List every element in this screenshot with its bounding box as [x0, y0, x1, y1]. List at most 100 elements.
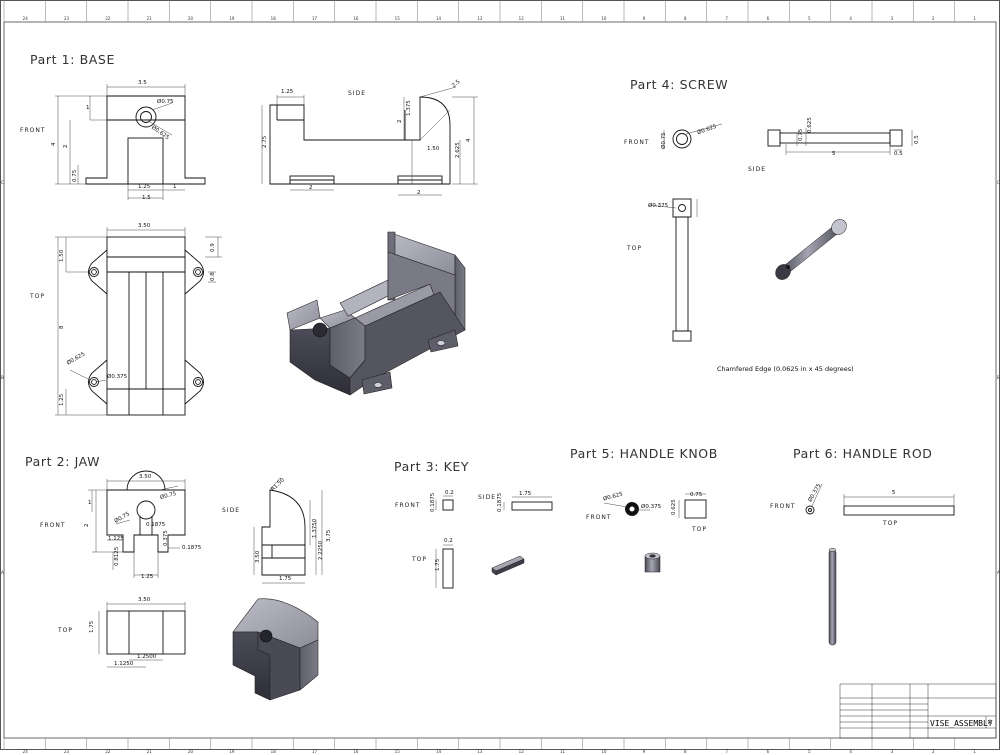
zone-letter: A — [997, 570, 1000, 575]
zone-number: 18 — [270, 16, 276, 21]
part1-side-dims — [261, 86, 478, 196]
dim: 0.5 — [914, 135, 920, 144]
dim: 2.2250 — [318, 540, 324, 560]
dim: 3.75 — [326, 529, 332, 542]
dim: Ø0.75 — [661, 132, 667, 149]
part4-side-dims — [785, 128, 913, 155]
part2-top-label: TOP — [58, 627, 74, 634]
part5-isometric — [644, 552, 661, 573]
dim: 0.1875 — [497, 492, 503, 512]
zone-number: 7 — [725, 16, 728, 21]
part2-front-view — [106, 470, 186, 553]
dim: 2 — [84, 523, 90, 528]
part1-side-view — [269, 96, 451, 185]
part1-top-view — [88, 236, 204, 416]
dim: 1.50 — [427, 146, 440, 152]
dim: 1.2500 — [137, 654, 157, 660]
part1-top-dims — [55, 227, 222, 416]
zone-number: 23 — [64, 16, 70, 21]
chamfer-note: Chamfered Edge (0.0625 in x 45 degrees) — [717, 365, 854, 373]
part4-top-dims — [648, 199, 698, 217]
zone-number: 5 — [808, 16, 811, 21]
part3-dims — [435, 495, 552, 588]
zone-number: 22 — [105, 16, 111, 21]
zone-number: 4 — [849, 16, 852, 21]
dim: 0.9 — [210, 243, 216, 252]
part4-front-label: FRONT — [624, 139, 650, 146]
part1-isometric-view — [286, 231, 466, 396]
part3-side-label: SIDE — [478, 494, 496, 501]
zone-number: 14 — [436, 16, 442, 21]
dim: 2 — [309, 185, 313, 191]
part6-front-label: FRONT — [770, 503, 796, 510]
dim: 1.75 — [89, 620, 95, 633]
part6-top-label: TOP — [883, 520, 899, 527]
part2-top-dims — [98, 602, 186, 668]
dim: 1.25 — [281, 89, 294, 95]
part4-side-view — [767, 129, 903, 147]
part4-front-view — [672, 129, 692, 149]
dim: 1.5 — [142, 195, 151, 201]
dim: Ø0.375 — [648, 203, 669, 209]
part6-dims — [811, 483, 955, 507]
part2-side-dims — [253, 477, 323, 584]
zone-number: 1 — [973, 16, 976, 21]
dim: 1.375 — [406, 100, 412, 116]
dim: 1 — [88, 500, 92, 506]
part2-front-dims — [88, 479, 186, 578]
dim: 2.75 — [262, 135, 268, 148]
zone-number: 24 — [22, 16, 28, 21]
part1-side-label: SIDE — [348, 90, 366, 97]
dim: 5 — [832, 151, 836, 157]
zone-number: 19 — [229, 16, 235, 21]
dim: Ø0.375 — [641, 504, 662, 510]
dim: 0.8 — [210, 272, 216, 281]
part3-front-label: FRONT — [395, 502, 421, 509]
dim: 5 — [892, 490, 896, 496]
dim: Ø0.375 — [107, 374, 128, 380]
part1-front-dims — [55, 84, 186, 200]
part5-views — [625, 499, 707, 519]
part3-top-label: TOP — [412, 556, 428, 563]
part4-side-label: SIDE — [748, 166, 766, 173]
dim: Ø0.75 — [157, 99, 174, 105]
zone-letter: A — [1, 570, 4, 575]
dim: 0.1875 — [182, 545, 202, 551]
sheet-size: A — [988, 719, 993, 726]
part1-title: Part 1: BASE — [30, 52, 115, 67]
dim: 0.75 — [72, 169, 78, 182]
dim: 1.75 — [519, 491, 532, 497]
dim: 1.75 — [435, 558, 441, 571]
dim: 0.5 — [894, 151, 903, 157]
dim: 1 — [173, 184, 177, 190]
part3-views — [442, 499, 553, 589]
dim: 3.5 — [138, 80, 147, 86]
dim: 1.3750 — [312, 518, 318, 538]
dim: 3.50 — [138, 223, 151, 229]
part4-isometric — [775, 219, 847, 280]
dim: 4 — [51, 142, 57, 147]
dim: 1.50 — [59, 249, 65, 262]
part3-isometric — [491, 555, 525, 576]
part4-title: Part 4: SCREW — [630, 77, 729, 92]
zone-number: 16 — [353, 16, 359, 21]
dim: 1 — [86, 105, 90, 111]
dim: 3.50 — [139, 474, 152, 480]
zone-number: 6 — [766, 16, 770, 21]
zone-number: 17 — [312, 16, 318, 21]
part2-top-view — [106, 610, 186, 655]
part4-top-view — [672, 198, 692, 342]
dim: 2.625 — [455, 142, 461, 158]
dim: 0.375 — [163, 530, 169, 546]
zone-letter: B — [997, 375, 1000, 380]
part2-title: Part 2: JAW — [25, 454, 101, 469]
zone-letter: C — [997, 180, 1000, 185]
dim: 3.50 — [255, 550, 261, 563]
part6-isometric — [828, 548, 837, 646]
zone-number: 2 — [932, 16, 935, 21]
part3-title: Part 3: KEY — [394, 459, 470, 474]
dim: 1.25 — [138, 184, 151, 190]
